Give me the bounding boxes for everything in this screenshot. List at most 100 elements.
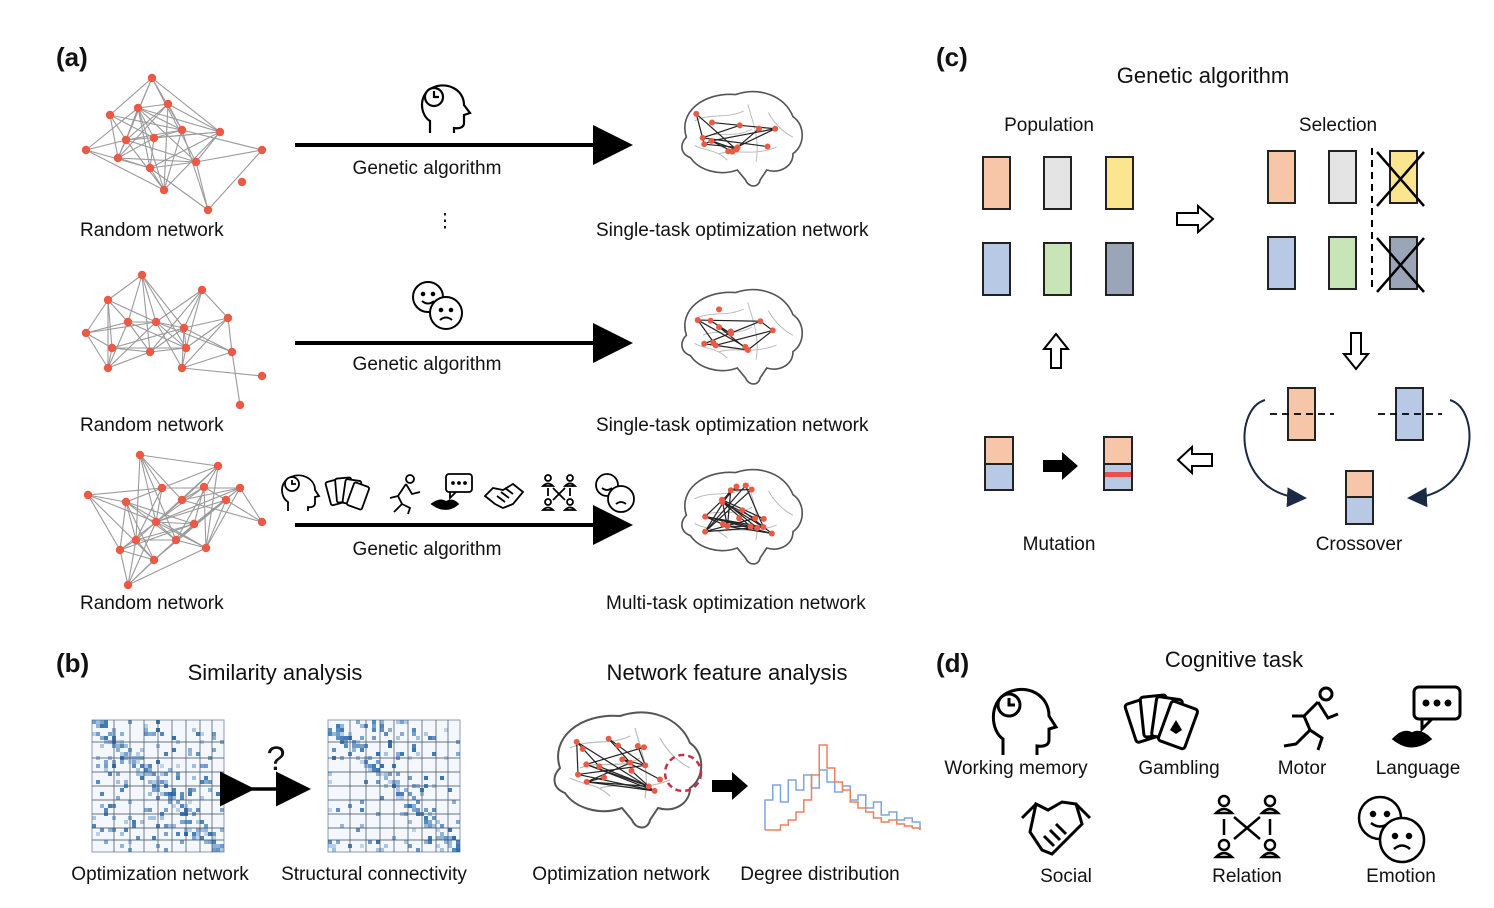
matrix-cell bbox=[152, 780, 156, 784]
matrix-cell bbox=[152, 732, 156, 736]
network-edge bbox=[125, 139, 165, 191]
matrix-cell bbox=[432, 816, 436, 820]
brain-node bbox=[752, 515, 759, 522]
matrix-cell bbox=[332, 844, 336, 848]
network-edge bbox=[155, 521, 177, 541]
network-node bbox=[113, 153, 123, 163]
brain-node bbox=[764, 143, 771, 150]
network-edge bbox=[231, 351, 241, 406]
network-node bbox=[197, 285, 207, 295]
brain-gyrus bbox=[702, 506, 753, 516]
network-node bbox=[201, 543, 211, 553]
network-node bbox=[123, 580, 133, 590]
matrix-cell bbox=[164, 848, 168, 852]
matrix-cell bbox=[432, 736, 436, 740]
matrix-cell bbox=[108, 772, 112, 776]
matrix-cell bbox=[384, 776, 388, 780]
network-edge bbox=[109, 114, 127, 141]
network-edge bbox=[127, 321, 151, 353]
matrix-cell bbox=[360, 844, 364, 848]
network-edge bbox=[181, 367, 263, 377]
brain-gyrus bbox=[719, 146, 777, 155]
brain-node bbox=[747, 523, 754, 530]
matrix-cell bbox=[192, 836, 196, 840]
brain-edge bbox=[576, 741, 655, 792]
matrix-cell bbox=[124, 820, 128, 824]
network-edge bbox=[139, 454, 177, 541]
brain-edge bbox=[617, 745, 646, 766]
matrix-cell bbox=[192, 832, 196, 836]
matrix-cell bbox=[444, 728, 448, 732]
network-edge bbox=[205, 465, 219, 549]
matrix-cell bbox=[180, 840, 184, 844]
matrix-cell bbox=[100, 720, 104, 724]
matrix-cell bbox=[360, 824, 364, 828]
brain-node bbox=[720, 521, 727, 528]
brain-edge bbox=[576, 741, 579, 775]
matrix-cell bbox=[336, 732, 340, 736]
network-edge bbox=[181, 351, 233, 369]
matrix-cell bbox=[336, 728, 340, 732]
task-label-language: Language bbox=[1375, 758, 1461, 779]
matrix-cell bbox=[96, 732, 100, 736]
matrix-cell bbox=[360, 760, 364, 764]
matrix-cell bbox=[212, 732, 216, 736]
matrix-cell bbox=[212, 844, 216, 848]
brain-gyrus bbox=[569, 777, 611, 797]
brain-node bbox=[583, 778, 590, 785]
network-edge bbox=[107, 351, 151, 369]
network-node bbox=[221, 495, 231, 505]
network-edge bbox=[155, 321, 183, 369]
matrix-cell bbox=[384, 844, 388, 848]
matrix-cell bbox=[328, 772, 332, 776]
matrix-cell bbox=[164, 792, 168, 796]
matrix-cell bbox=[144, 768, 148, 772]
matrix-cell bbox=[404, 840, 408, 844]
ellipsis: ⋮ bbox=[435, 211, 455, 232]
network-node bbox=[149, 555, 159, 565]
network-edge bbox=[149, 347, 187, 353]
matrix-cell bbox=[148, 768, 152, 772]
brain-gyrus bbox=[747, 104, 758, 162]
brain-edge bbox=[704, 485, 747, 532]
mutation-chromosomes bbox=[984, 436, 1133, 491]
single-task-label-1: Single-task optimization network bbox=[596, 220, 869, 241]
matrix-cell bbox=[144, 808, 148, 812]
network-edge bbox=[141, 274, 151, 353]
brain-edge bbox=[705, 515, 751, 528]
matrix-cell bbox=[436, 828, 440, 832]
brain-node bbox=[727, 328, 734, 335]
matrix-cell bbox=[336, 736, 340, 740]
matrix-cell bbox=[140, 772, 144, 776]
matrix-cell bbox=[380, 724, 384, 728]
matrix-cell bbox=[188, 800, 192, 804]
matrix-cell bbox=[100, 792, 104, 796]
matrix-cell bbox=[120, 760, 124, 764]
brain-node bbox=[736, 515, 743, 522]
brain-edge bbox=[586, 746, 645, 765]
matrix-cell bbox=[96, 724, 100, 728]
brain-node bbox=[651, 787, 658, 794]
matrix-cell bbox=[448, 788, 452, 792]
network-node bbox=[105, 110, 115, 120]
brain-gyrus bbox=[569, 735, 631, 749]
brain-node bbox=[702, 513, 709, 520]
network-edge bbox=[87, 494, 121, 551]
matrix-cell bbox=[444, 836, 448, 840]
matrix-cell bbox=[168, 796, 172, 800]
matrix-cell bbox=[100, 736, 104, 740]
matrix-cell bbox=[104, 808, 108, 812]
matrix-cell bbox=[452, 836, 456, 840]
matrix-cell bbox=[188, 808, 192, 812]
matrix-cell bbox=[416, 808, 420, 812]
matrix-cell bbox=[148, 792, 152, 796]
brain-node bbox=[724, 523, 731, 530]
matrix-cell bbox=[408, 820, 412, 824]
matrix-cell bbox=[188, 748, 192, 752]
matrix-cell bbox=[116, 780, 120, 784]
task-label-working-memory: Working memory bbox=[944, 758, 1088, 779]
matrix-cell bbox=[204, 824, 208, 828]
random-network-2 bbox=[81, 270, 267, 410]
single-task-label-2: Single-task optimization network bbox=[596, 415, 869, 436]
brain-edge bbox=[695, 113, 737, 150]
